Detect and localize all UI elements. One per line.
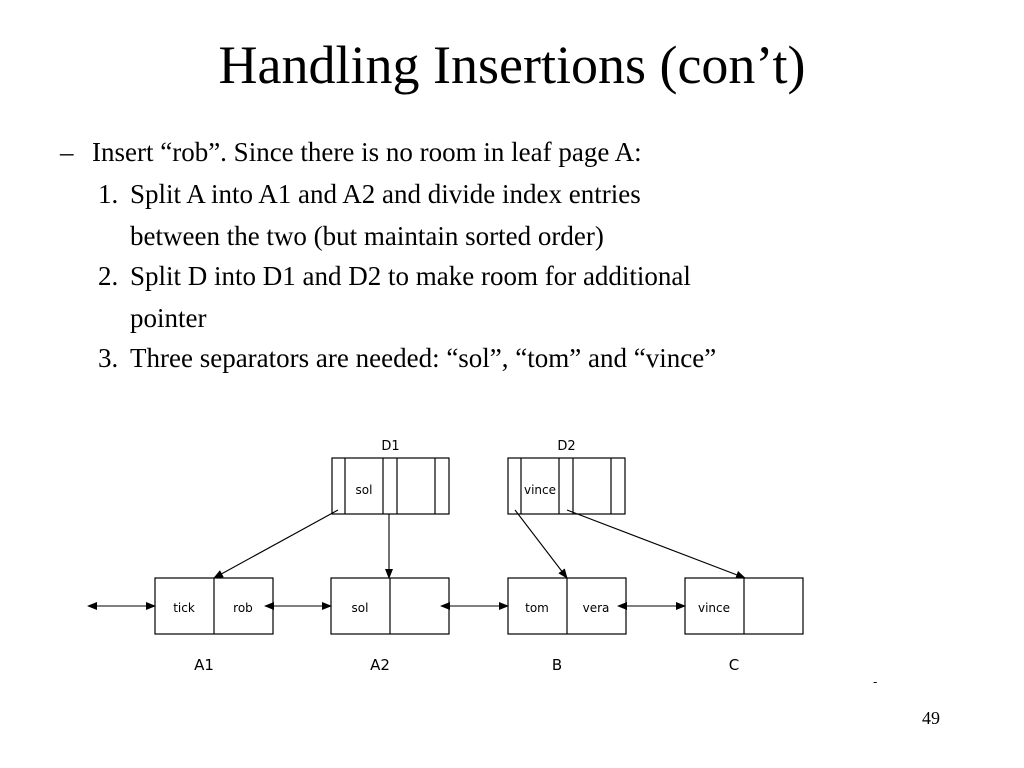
step-2-number: 2.	[98, 261, 119, 291]
index-page-label: D1	[381, 439, 399, 454]
index-entry: vince	[524, 483, 556, 497]
child-pointer-arrow	[213, 509, 339, 579]
leaf-entry: vince	[698, 601, 730, 615]
step-2-line2: pointer	[130, 303, 207, 333]
child-pointer-arrow	[566, 509, 746, 579]
step-3-number: 3.	[98, 343, 119, 373]
step-1-line2: between the two (but maintain sorted ord…	[130, 221, 604, 251]
step-1-number: 1.	[98, 179, 119, 209]
index-page-d2: D2 vince	[507, 439, 626, 515]
index-entry: sol	[356, 483, 373, 497]
pointer-arrows	[87, 509, 746, 610]
index-page-label: D2	[557, 439, 575, 454]
child-pointer-arrow	[514, 509, 568, 579]
bullet-intro: Insert “rob”. Since there is no room in …	[92, 137, 642, 167]
leaf-page-label: C	[729, 656, 739, 674]
leaf-page-label: A2	[370, 656, 390, 674]
step-1-line1: Split A into A1 and A2 and divide index …	[130, 179, 641, 209]
leaf-entry: rob	[233, 601, 253, 615]
page-title: Handling Insertions (con’t)	[218, 35, 806, 95]
leaf-entry: tom	[525, 601, 549, 615]
index-page-d1: D1 sol	[331, 439, 450, 515]
stray-mark: -	[873, 675, 877, 689]
leaf-entry: vera	[583, 601, 610, 615]
bullet-dash: –	[60, 137, 74, 167]
step-3-line1: Three separators are needed: “sol”, “tom…	[130, 343, 717, 373]
leaf-page-label: B	[552, 656, 562, 674]
step-2-line1: Split D into D1 and D2 to make room for …	[130, 261, 691, 291]
leaf-entry: sol	[352, 601, 369, 615]
leaf-entry: tick	[173, 601, 195, 615]
slide-number: 49	[922, 708, 940, 728]
leaf-page-label: A1	[194, 656, 214, 674]
